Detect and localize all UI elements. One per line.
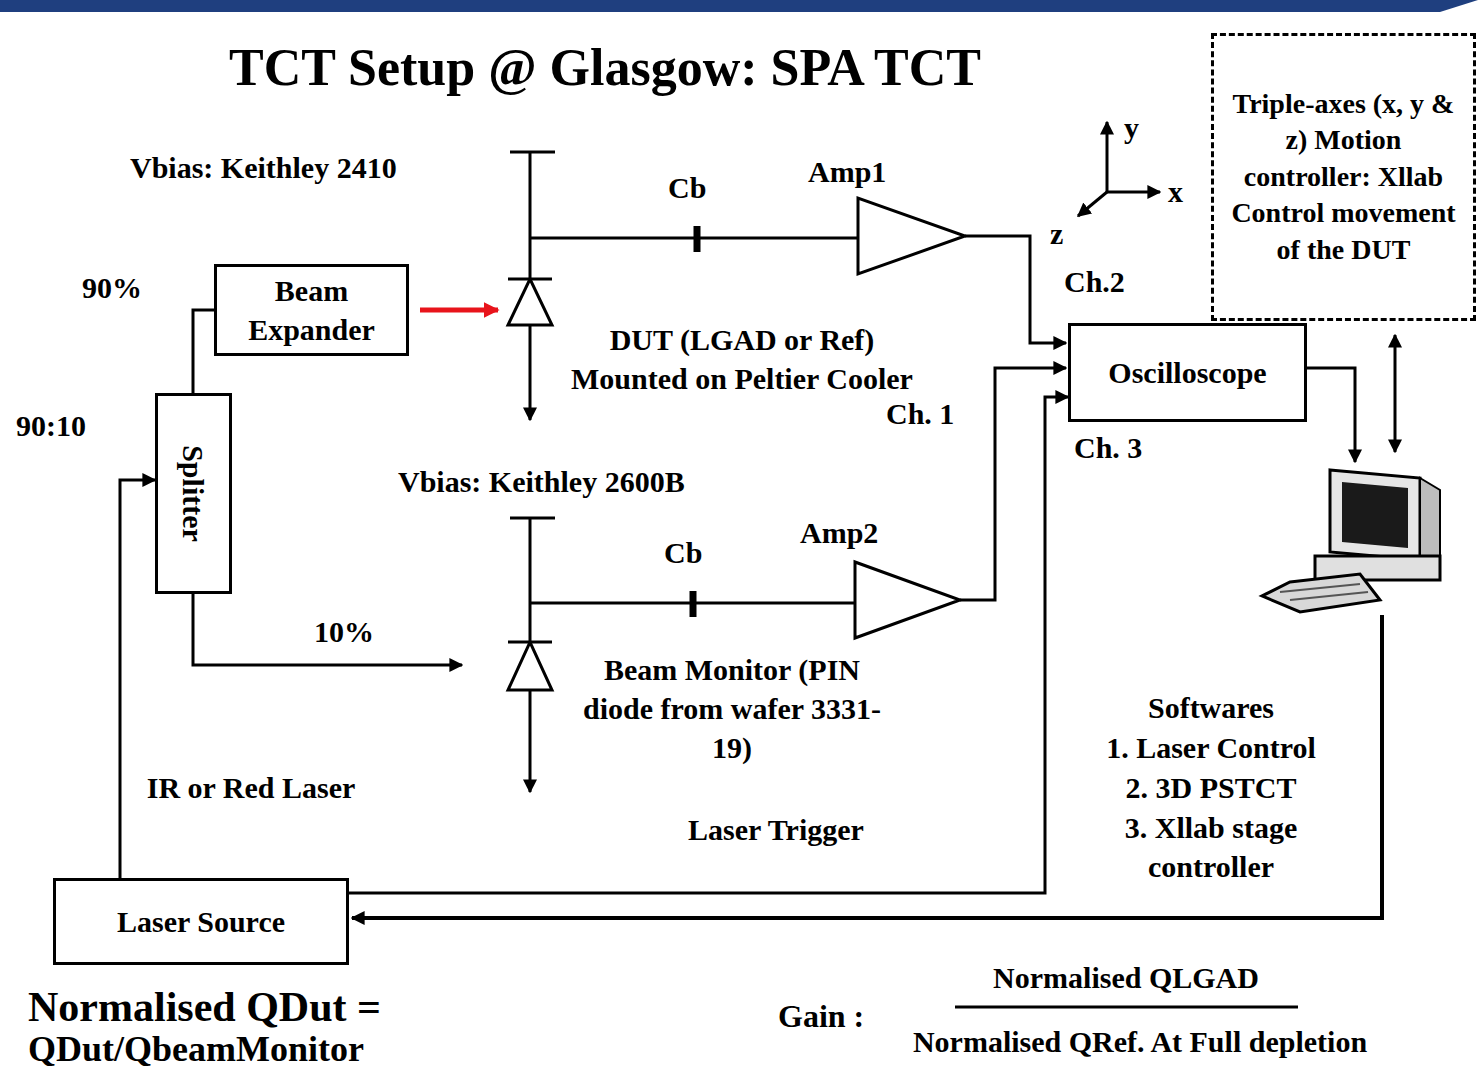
signal-wire — [965, 236, 1066, 343]
oscilloscope-box: Oscilloscope — [1068, 323, 1307, 422]
bias-bar — [510, 517, 555, 520]
annotation-label: Vbias: Keithley 2410 — [130, 148, 397, 187]
axis-y — [1106, 122, 1109, 192]
diagram-title: TCT Setup @ Glasgow: SPA TCT — [0, 38, 1210, 97]
motion-controller-box: Triple-axes (x, y & z) Motion controller… — [1211, 33, 1476, 321]
signal-wire — [960, 368, 1066, 600]
expander-box: Beam Expander — [214, 264, 409, 356]
amplifier-symbol — [855, 562, 960, 638]
annotation-label: DUT (LGAD or Ref) Mounted on Peltier Coo… — [562, 320, 922, 398]
computer-icon — [1262, 470, 1440, 612]
annotation-label: x — [1168, 172, 1183, 211]
control-line — [1394, 335, 1397, 452]
beam-line — [193, 594, 462, 665]
axis-x — [1107, 191, 1160, 194]
annotation-label: Vbias: Keithley 2600B — [398, 462, 685, 501]
annotation-label: Beam Monitor (PIN diode from wafer 3331-… — [582, 650, 882, 767]
annotation-label: Amp2 — [800, 513, 878, 552]
annotation-label: z — [1050, 214, 1063, 253]
monitor-side — [1420, 478, 1440, 565]
annotation-label: 10% — [314, 612, 374, 651]
diode-symbol — [508, 279, 552, 325]
node-text: Splitter — [174, 445, 213, 542]
annotation-label: IR or Red Laser — [146, 768, 356, 807]
node-text: Laser Source — [117, 902, 285, 941]
annotation-label: QDut/QbeamMonitor — [28, 1026, 364, 1070]
annotation-label: Ch. 3 — [1074, 428, 1142, 467]
annotation-label: 3. Xllab stage controller — [1070, 808, 1352, 886]
connector — [120, 480, 155, 878]
keyboard-keys — [1280, 584, 1360, 592]
control-line — [352, 615, 1382, 918]
annotation-label: 1. Laser Control — [1060, 728, 1362, 767]
header-band — [0, 0, 1478, 12]
annotation-label: Cb — [664, 533, 702, 572]
node-text: Beam Expander — [225, 271, 398, 349]
splitter-box: Splitter — [155, 393, 232, 594]
annotation-label: 90:10 — [16, 406, 86, 445]
annotation-label: Cb — [668, 168, 706, 207]
annotation-label: Softwares — [1080, 688, 1342, 727]
connector-label: Laser Trigger — [688, 810, 864, 849]
node-text: Oscilloscope — [1108, 353, 1266, 392]
annotation-label: Ch.2 — [1064, 262, 1125, 301]
capacitor-symbol — [690, 591, 697, 617]
laser-beam-arrow — [420, 308, 498, 313]
diode-bar — [508, 278, 552, 281]
annotation-label: Normalised QLGAD — [940, 958, 1312, 997]
laser-source-box: Laser Source — [53, 878, 349, 965]
bias-bar — [510, 151, 555, 154]
annotation-label: Normalised QDut = — [28, 980, 381, 1035]
data-line — [1307, 368, 1355, 462]
annotation-label: 2. 3D PSTCT — [1080, 768, 1342, 807]
connector — [349, 397, 1068, 893]
annotation-label: Gain : — [778, 996, 864, 1038]
connector — [193, 310, 214, 393]
fraction-bar — [955, 1006, 1298, 1009]
annotation-label: Amp1 — [808, 152, 886, 191]
annotation-label: Ch. 1 — [886, 394, 954, 433]
keyboard-keys — [1290, 592, 1368, 600]
monitor-case — [1330, 470, 1420, 560]
annotation-label: 90% — [82, 268, 142, 307]
monitor-screen — [1342, 482, 1408, 548]
annotation-label: y — [1124, 108, 1139, 147]
diode-symbol — [508, 642, 552, 690]
diode-bar — [508, 641, 552, 644]
node-text: Triple-axes (x, y & z) Motion controller… — [1222, 86, 1465, 268]
axis-z — [1078, 192, 1107, 216]
keyboard — [1262, 574, 1380, 612]
amplifier-symbol — [858, 198, 965, 274]
annotation-label: Normalised QRef. At Full depletion — [880, 1022, 1400, 1061]
capacitor-symbol — [694, 226, 701, 252]
